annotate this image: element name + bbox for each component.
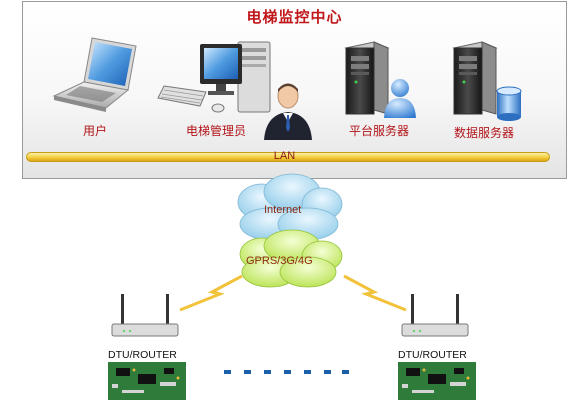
database-icon bbox=[496, 86, 522, 121]
laptop-icon bbox=[52, 37, 137, 112]
left-dtu-router-label: DTU/ROUTER bbox=[108, 349, 177, 361]
lightning-icon bbox=[179, 274, 243, 312]
desktop-computer-icon bbox=[157, 41, 271, 113]
diagram-title: 电梯监控中心 bbox=[246, 8, 343, 26]
ellipsis-dots bbox=[224, 370, 349, 374]
server-icon bbox=[452, 41, 498, 115]
lightning-icon bbox=[343, 274, 407, 312]
administrator-label: 电梯管理员 bbox=[186, 124, 247, 138]
platform-server-label: 平台服务器 bbox=[349, 124, 410, 138]
antenna-icon bbox=[111, 294, 179, 337]
user-badge-icon bbox=[384, 79, 416, 118]
data-server-label: 数据服务器 bbox=[454, 126, 515, 140]
lan-label: LAN bbox=[273, 150, 296, 162]
lan-bar bbox=[26, 152, 550, 162]
user-label: 用户 bbox=[83, 124, 108, 138]
circuit-board-icon bbox=[398, 362, 476, 400]
circuit-board-icon bbox=[108, 362, 186, 400]
internet-label: Internet bbox=[264, 204, 302, 216]
administrator-person-icon bbox=[264, 83, 312, 140]
mobile-network-label: GPRS/3G/4G bbox=[246, 255, 313, 267]
antenna-icon bbox=[401, 294, 469, 337]
cloud-icon bbox=[239, 229, 343, 288]
server-icon bbox=[344, 41, 390, 115]
right-dtu-router-label: DTU/ROUTER bbox=[398, 349, 467, 361]
